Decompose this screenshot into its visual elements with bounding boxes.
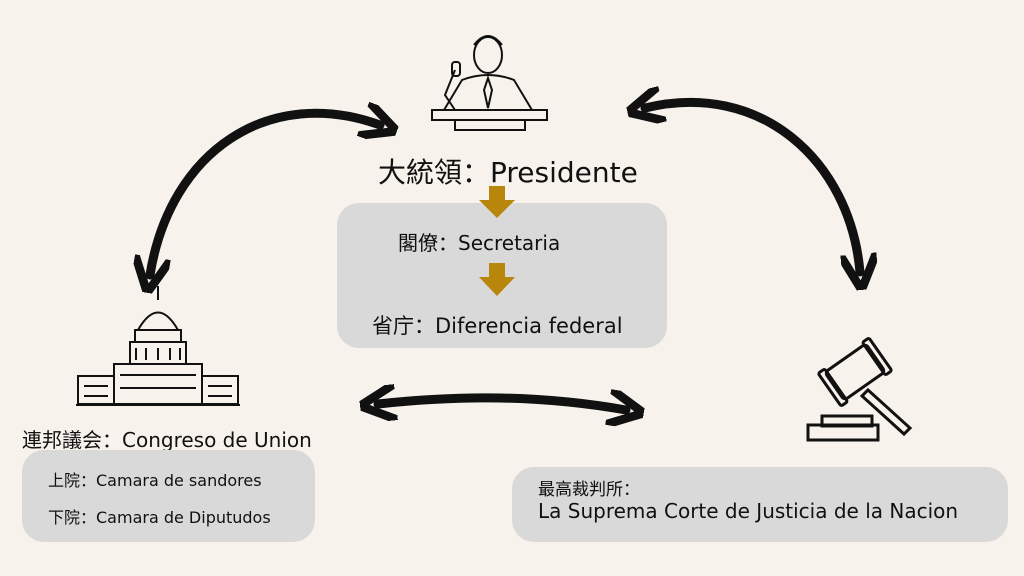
arrow-president-congress [150,113,380,275]
upper-house-label: 上院：Camara de sandores [48,471,262,490]
arrow-congress-court [378,398,626,410]
congress-box: 上院：Camara de sandores 下院：Camara de Diput… [22,450,315,542]
president-icon [431,35,548,131]
gavel-icon [806,337,913,442]
congress-label: 連邦議会：Congreso de Union [22,428,312,452]
capitol-icon [76,286,240,406]
president-label: 大統領：Presidente [378,156,638,189]
arrow-president-court [645,102,860,272]
court-label: 最高裁判所： [538,480,640,500]
court-box: 最高裁判所： La Suprema Corte de Justicia de l… [512,467,1008,542]
flow-arrow-2 [479,263,515,296]
court-name: La Suprema Corte de Justicia de la Nacio… [538,499,959,523]
flow-arrow-1 [479,186,515,218]
secretaria-label: 閣僚：Secretaria [398,231,561,255]
federal-label: 省庁：Diferencia federal [372,314,623,338]
lower-house-label: 下院：Camara de Diputudos [48,508,271,527]
